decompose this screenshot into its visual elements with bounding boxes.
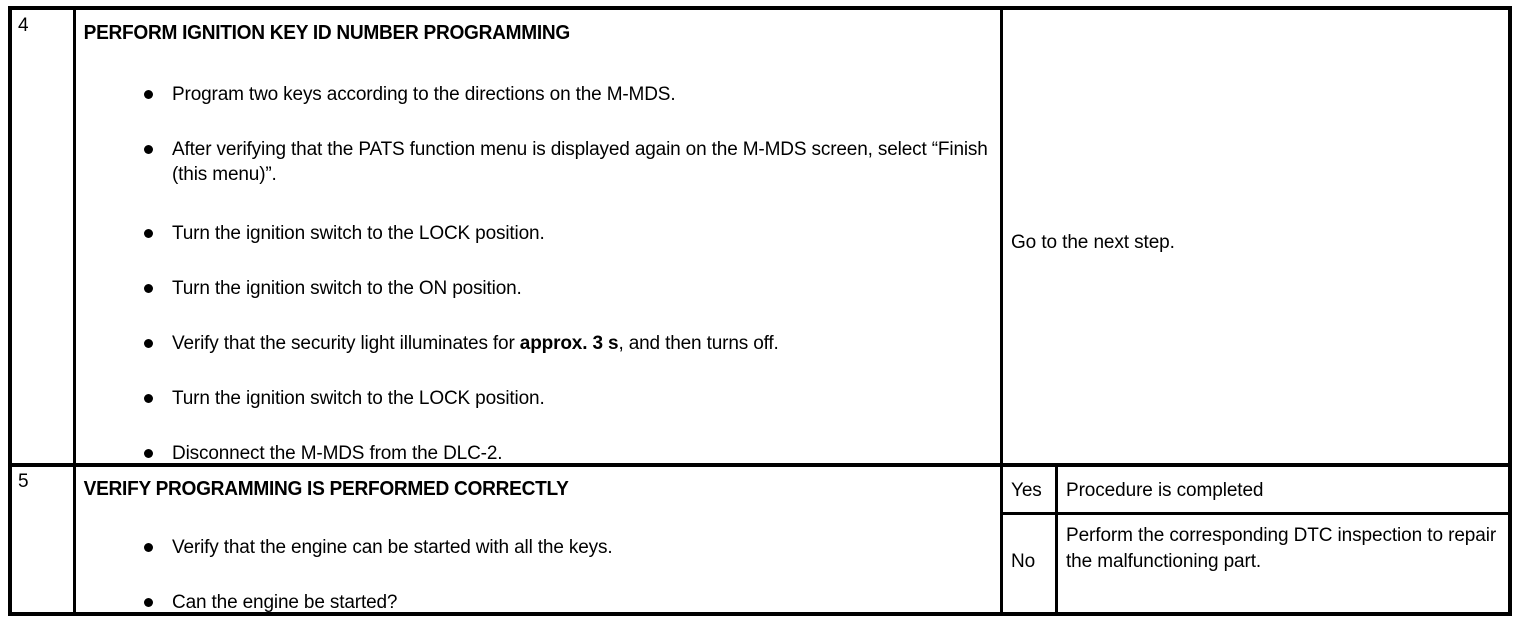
bullet-item: Program two keys according to the direct… [84, 82, 996, 107]
bullet-item: Turn the ignition switch to the ON posit… [84, 276, 996, 301]
bullet-dot-icon [144, 339, 153, 348]
bullet-text: Turn the ignition switch to the LOCK pos… [172, 388, 545, 409]
step-number: 4 [18, 15, 29, 36]
table-row: 5 [12, 466, 73, 612]
column-divider-yesno [1055, 463, 1058, 612]
bullet-dot-icon [144, 543, 153, 552]
step-title: PERFORM IGNITION KEY ID NUMBER PROGRAMMI… [83, 22, 571, 44]
bullet-item: Turn the ignition switch to the LOCK pos… [84, 221, 996, 246]
bullet-dot-icon [144, 90, 153, 99]
list-item: Can the engine be started? [84, 590, 996, 615]
column-divider-description [1000, 10, 1003, 612]
step-title: VERIFY PROGRAMMING IS PERFORMED CORRECTL… [83, 478, 569, 500]
result-text: Go to the next step. [1011, 232, 1175, 253]
result-label-yes: Yes [1011, 480, 1042, 501]
step-result-cell: Yes Procedure is completed No Perform th… [1003, 466, 1508, 612]
bullet-dot-icon [144, 449, 153, 458]
bullet-item: Disconnect the M-MDS from the DLC-2. [84, 441, 996, 466]
bullet-dot-icon [144, 598, 153, 607]
step-description-cell: VERIFY PROGRAMMING IS PERFORMED CORRECTL… [76, 466, 1000, 615]
list-item: Turn the ignition switch to the LOCK pos… [84, 221, 996, 246]
row-divider-step4-step5 [12, 463, 1508, 467]
list-item: Verify that the engine can be started wi… [84, 535, 996, 560]
list-item: Program two keys according to the direct… [84, 82, 996, 107]
bullet-item: Can the engine be started? [84, 590, 996, 615]
bullet-text: Turn the ignition switch to the LOCK pos… [172, 223, 545, 244]
bullet-text-post: , and then turns off. [618, 333, 779, 354]
bullet-item: Verify that the security light illuminat… [84, 331, 996, 356]
list-item: Verify that the security light illuminat… [84, 331, 996, 356]
column-divider-step-number [73, 10, 76, 612]
bullet-text: After verifying that the PATS function m… [172, 139, 988, 185]
bullet-dot-icon [144, 284, 153, 293]
list-item: Turn the ignition switch to the ON posit… [84, 276, 996, 301]
bullet-text-bold: approx. 3 s [519, 333, 619, 354]
diagnostic-procedure-table: 4 PERFORM IGNITION KEY ID NUMBER PROGRAM… [8, 6, 1512, 616]
list-item: Turn the ignition switch to the LOCK pos… [84, 386, 996, 411]
bullet-item: After verifying that the PATS function m… [84, 137, 996, 187]
table-row: 4 [12, 10, 73, 463]
bullet-item: Turn the ignition switch to the LOCK pos… [84, 386, 996, 411]
step-description-cell: PERFORM IGNITION KEY ID NUMBER PROGRAMMI… [76, 10, 1000, 466]
result-value-no: Perform the corresponding DTC inspection… [1066, 525, 1497, 572]
bullet-text: Program two keys according to the direct… [172, 84, 676, 105]
row-divider-yes-no [1003, 512, 1508, 515]
list-item: Disconnect the M-MDS from the DLC-2. [84, 441, 996, 466]
result-label-no: No [1011, 551, 1036, 572]
bullet-text: Turn the ignition switch to the ON posit… [172, 278, 522, 299]
list-item: After verifying that the PATS function m… [84, 137, 996, 187]
bullet-dot-icon [144, 394, 153, 403]
step-result-cell: Go to the next step. [1003, 10, 1513, 463]
bullet-dot-icon [144, 145, 153, 154]
step-number: 5 [18, 471, 29, 492]
result-value-yes: Procedure is completed [1066, 480, 1264, 501]
bullet-text-pre: Verify that the security light illuminat… [172, 333, 520, 354]
bullet-item: Verify that the engine can be started wi… [84, 535, 996, 560]
bullet-dot-icon [144, 229, 153, 238]
bullet-text: Can the engine be started? [172, 592, 398, 613]
bullet-text: Verify that the engine can be started wi… [172, 537, 613, 558]
bullet-text: Disconnect the M-MDS from the DLC-2. [172, 443, 503, 464]
